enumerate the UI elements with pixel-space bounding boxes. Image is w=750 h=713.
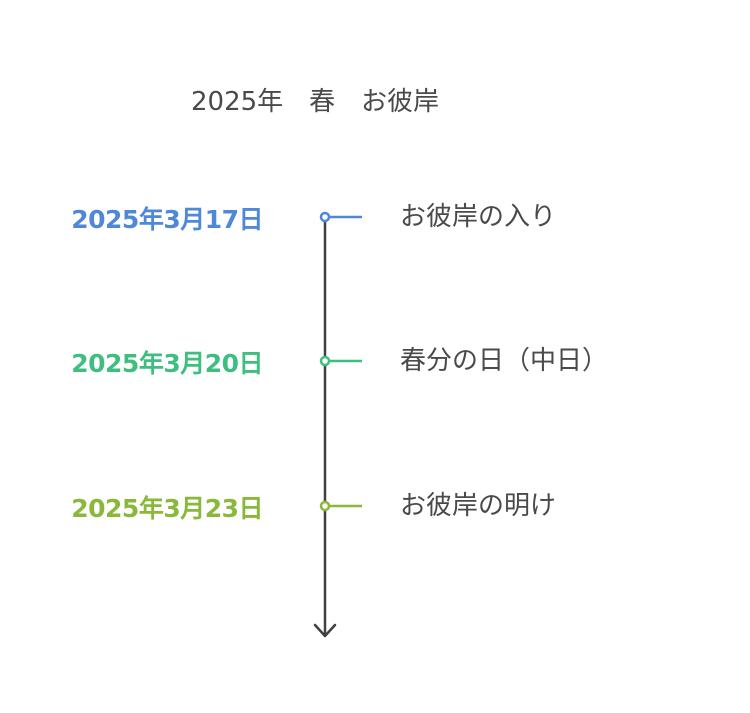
timeline-arrowhead <box>313 623 337 638</box>
diagram-title: 2025年 春 お彼岸 <box>191 87 440 117</box>
event-2-marker <box>319 355 331 367</box>
event-1-marker <box>319 211 331 223</box>
event-2-label: 春分の日（中日） <box>400 346 609 376</box>
event-3-marker <box>319 500 331 512</box>
event-3-label: お彼岸の明け <box>400 491 557 521</box>
event-1-label: お彼岸の入り <box>400 202 557 232</box>
event-1-date: 2025年3月17日 <box>71 205 263 234</box>
event-2-date: 2025年3月20日 <box>71 349 263 378</box>
event-3-date: 2025年3月23日 <box>71 494 263 523</box>
